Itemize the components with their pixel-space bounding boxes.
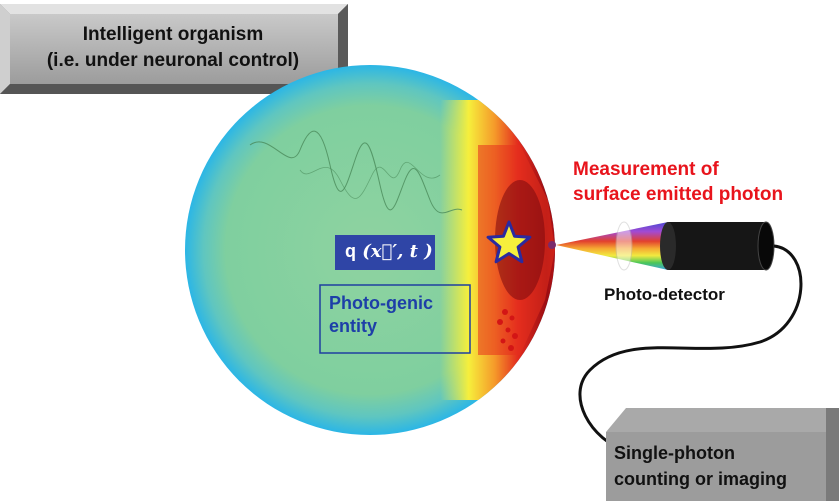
organism-title-line2: (i.e. under neuronal control) (46, 50, 300, 71)
counting-line1: Single-photon (614, 443, 735, 463)
counting-line2: counting or imaging (614, 469, 787, 489)
entity-line2: entity (329, 316, 378, 336)
organism-title: Intelligent organism (i.e. under neurona… (14, 22, 332, 74)
cable-icon (578, 244, 803, 454)
star-icon (486, 220, 532, 264)
detector-icon (660, 221, 775, 271)
quantity-box (335, 235, 435, 270)
measurement-label: Measurement of surface emitted photon (573, 157, 783, 207)
hotspot-dots (497, 309, 518, 351)
organism-label-box (0, 4, 348, 94)
measurement-line2: surface emitted photon (573, 184, 784, 205)
counting-label: Single-photon counting or imaging (614, 440, 787, 492)
entity-label: Photo-genic entity (329, 292, 433, 338)
measurement-line1: Measurement of (573, 159, 719, 180)
photon-beam (556, 222, 668, 270)
detector-label: Photo-detector (604, 285, 725, 304)
entity-line1: Photo-genic (329, 293, 433, 313)
lens-icon (615, 221, 633, 271)
quantity-symbol: q (345, 241, 356, 261)
quantity-argument: (x⃗′, t ) (362, 241, 433, 262)
quantity-label: q (x⃗′, t ) (345, 241, 433, 262)
counting-box (606, 408, 839, 501)
emission-point (548, 241, 556, 249)
neuron-trace (249, 130, 463, 214)
organism-title-line1: Intelligent organism (82, 24, 264, 45)
entity-box (319, 284, 471, 354)
